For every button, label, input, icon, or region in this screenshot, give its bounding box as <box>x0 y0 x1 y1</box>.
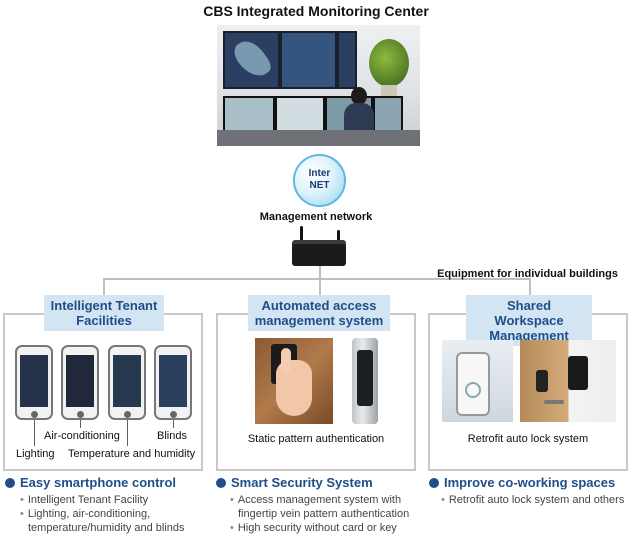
connector-router <box>319 266 321 278</box>
reader-window <box>357 350 373 406</box>
connector-bus <box>103 278 530 280</box>
caption-lighting: Lighting <box>16 448 55 460</box>
equipment-label: Equipment for individual buildings <box>437 268 618 280</box>
list-item: fingertip vein pattern authentication <box>238 508 410 520</box>
list-item-text: Access management system with <box>237 494 402 506</box>
list-item: •Retrofit auto lock system and others <box>441 494 625 506</box>
router-icon <box>292 244 346 266</box>
bullet-title-text: Improve co-working spaces <box>444 475 616 490</box>
connector-left <box>103 278 105 296</box>
bullet-dot <box>429 478 439 488</box>
bullet-title-text: Smart Security System <box>231 475 373 490</box>
list-item: •Access management system with <box>230 494 402 506</box>
panel-header-tenant: Intelligent Tenant Facilities <box>44 295 164 331</box>
list-item: •Lighting, air-conditioning, <box>20 508 151 520</box>
header-line: Facilities <box>76 313 132 328</box>
caption-line <box>34 420 35 446</box>
bullet-title-access: Smart Security System <box>216 475 373 490</box>
door-handle <box>544 400 564 404</box>
antenna-left <box>300 226 303 244</box>
header-line: management system <box>254 313 384 328</box>
caption-static-pattern: Static pattern authentication <box>247 433 385 445</box>
caption-temperature: Temperature and humidity <box>68 448 196 460</box>
internet-label-1: Inter <box>308 168 331 179</box>
smartphone-icon <box>61 345 99 420</box>
page-title: CBS Integrated Monitoring Center <box>203 3 429 19</box>
internet-label-2: NET <box>309 180 330 191</box>
panel-header-coworking: Shared Workspace Management <box>466 295 592 346</box>
smartphone-icon <box>154 345 192 420</box>
list-item: •High security without card or key <box>230 522 397 534</box>
list-item: •Intelligent Tenant Facility <box>20 494 149 506</box>
caption-line <box>173 420 174 428</box>
finger-image <box>281 348 291 374</box>
connector-right <box>529 278 531 296</box>
header-line: Management <box>489 328 569 343</box>
bullet-title-text: Easy smartphone control <box>20 475 177 490</box>
caption-retrofit: Retrofit auto lock system <box>467 433 589 445</box>
header-line: Shared Workspace <box>494 298 564 328</box>
caption-line <box>80 420 81 428</box>
smart-lock-icon <box>568 356 588 390</box>
smartphone-icon <box>15 345 53 420</box>
list-item: temperature/humidity and blinds <box>28 522 185 534</box>
connector-center <box>319 278 321 296</box>
router-top <box>292 240 346 246</box>
bullet-dot <box>5 478 15 488</box>
lock-reader <box>536 370 548 392</box>
management-network-label: Management network <box>259 211 373 223</box>
caption-blinds: Blinds <box>157 430 187 442</box>
caption-air-conditioning: Air-conditioning <box>44 430 120 442</box>
list-item-text: Retrofit auto lock system and others <box>448 494 625 506</box>
list-item-text: Lighting, air-conditioning, <box>27 508 151 520</box>
panel-header-access: Automated access management system <box>248 295 390 331</box>
monitoring-center-photo <box>217 25 420 146</box>
caption-line <box>127 420 128 446</box>
bullet-title-coworking: Improve co-working spaces <box>429 475 615 490</box>
unlock-icon <box>465 382 481 398</box>
smartphone-icon <box>108 345 146 420</box>
header-line: Automated access <box>261 298 377 313</box>
bullet-dot <box>216 478 226 488</box>
antenna-right <box>337 230 340 244</box>
globe-icon: Inter NET <box>293 154 346 207</box>
bullet-title-tenant: Easy smartphone control <box>5 475 176 490</box>
list-item-text: High security without card or key <box>237 522 397 534</box>
list-item-text: Intelligent Tenant Facility <box>27 494 149 506</box>
header-line: Intelligent Tenant <box>50 298 158 313</box>
